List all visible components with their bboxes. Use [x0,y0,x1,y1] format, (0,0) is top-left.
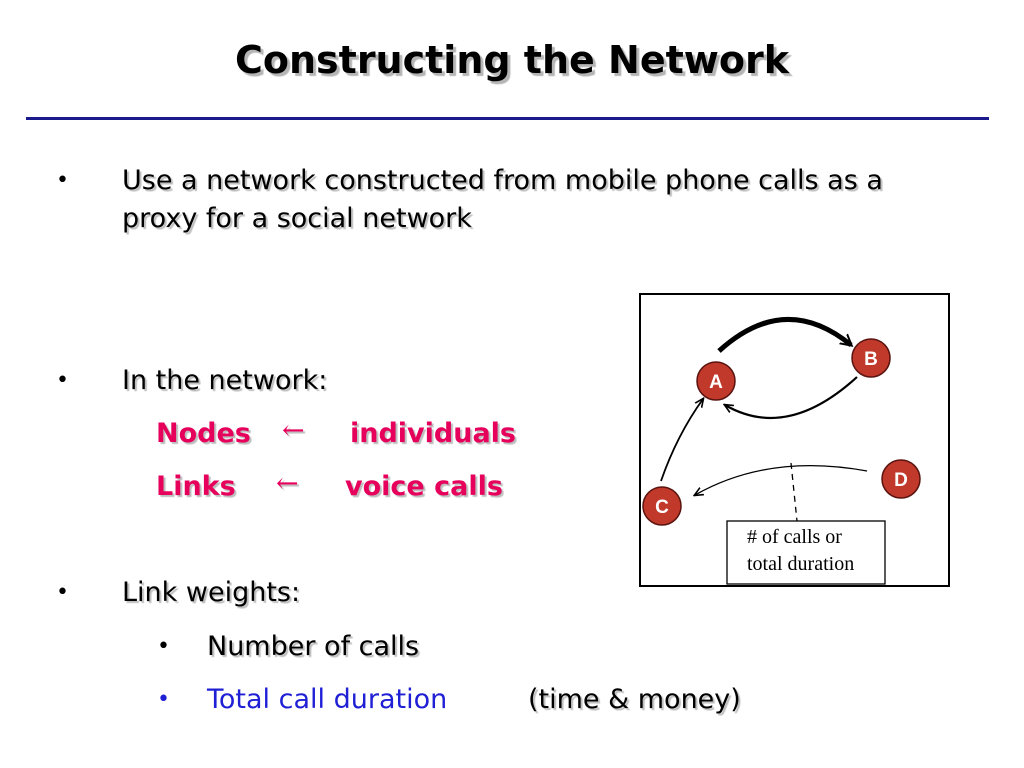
node-a: A [696,361,736,401]
node-c: C [642,486,682,526]
mapping-nodes-right: individuals [350,418,517,449]
node-b-label: B [864,349,878,370]
network-diagram: # of calls or total duration A B C D [639,293,950,587]
annotation-pointer [790,462,798,522]
sub-bullet-marker-2: • [157,687,170,712]
bullet-marker-2: • [56,368,69,393]
edge-b-to-a [725,376,858,419]
sub-bullet-marker-1: • [157,634,170,659]
node-b: B [851,338,891,378]
annotation-line-2: total duration [747,553,854,575]
bullet-text-1: Use a network constructed from mobile ph… [122,165,883,234]
slide-title: Constructing the Network [234,38,789,82]
mapping-links-right: voice calls [345,471,503,502]
node-c-label: C [655,497,669,518]
bullet-text-3: Link weights: [122,577,301,608]
title-divider [26,117,989,120]
sub-bullet-suffix-2: (time & money) [528,684,741,715]
edge-c-to-a [660,399,703,482]
node-a-label: A [709,372,723,393]
mapping-nodes-left: Nodes [156,418,251,449]
sub-bullet-text-1: Number of calls [207,631,420,662]
annotation-box [726,520,886,585]
mapping-links-left: Links [156,471,236,502]
bullet-marker-3: • [56,580,69,605]
bullet-text-2: In the network: [122,365,328,396]
edge-d-to-c [695,464,868,495]
bullet-marker-1: • [56,168,69,193]
node-d: D [881,459,921,499]
sub-bullet-text-2: Total call duration [207,684,448,715]
edge-a-to-b [717,316,851,353]
mapping-nodes-arrow: ← [282,415,305,446]
mapping-links-arrow: ← [276,468,299,499]
annotation-line-1: # of calls or [747,526,842,548]
node-d-label: D [894,470,908,491]
